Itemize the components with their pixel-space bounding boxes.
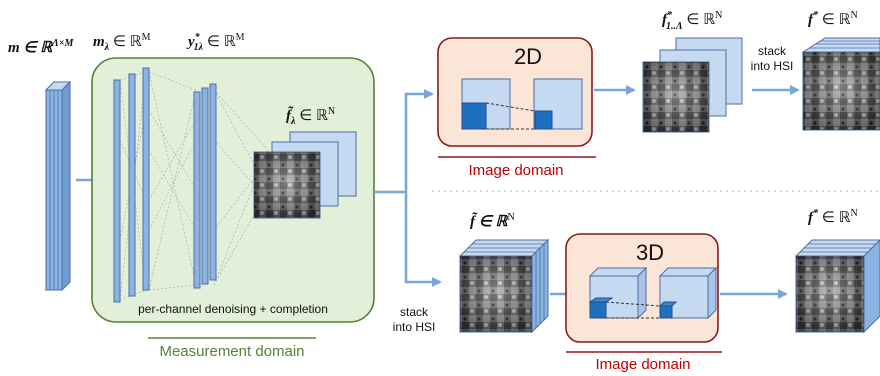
label-m: m ∈ ℝΛ×M — [8, 38, 74, 56]
stack-top-line2: into HSI — [751, 59, 794, 73]
2d-patch-illustration — [461, 78, 583, 130]
image-domain-top-label: Image domain — [468, 162, 563, 179]
label-y-star: y*1λ ∈ ℝM — [186, 32, 245, 53]
hsi-cube-tilde — [458, 238, 550, 334]
label-f-tilde-lambda: f̃λ ∈ ℝN — [286, 106, 335, 127]
branch-arrows — [374, 89, 442, 287]
network-layer-2 — [193, 83, 217, 289]
stack-bottom-line2: into HSI — [393, 320, 436, 334]
network-caption: per-channel denoising + completion — [138, 302, 328, 316]
label-f-star-top: f* ∈ ℝN — [808, 10, 858, 28]
label-f-tilde: f̃ ∈ ℝN — [470, 212, 515, 230]
label-m-lambda: mλ ∈ ℝM — [93, 32, 151, 53]
network-box — [91, 57, 375, 323]
restored-channel-images — [642, 37, 743, 133]
stack-bottom-line1: stack — [400, 305, 429, 319]
label-f-star-bottom: f* ∈ ℝN — [808, 208, 858, 226]
image-domain-bottom-label: Image domain — [595, 356, 690, 373]
label-2d: 2D — [514, 44, 542, 69]
network-layer-1 — [113, 67, 150, 303]
stack-top-line1: stack — [758, 44, 787, 58]
label-3d: 3D — [636, 240, 664, 265]
label-f-star-1: f*1..Λ ∈ ℝN — [662, 10, 722, 32]
measurement-domain-label: Measurement domain — [159, 343, 304, 360]
network-output-images — [253, 131, 357, 219]
hsi-cube-top — [801, 37, 880, 131]
3d-patch-illustration — [588, 266, 718, 320]
input-vector-m — [44, 80, 72, 292]
hsi-cube-bottom — [794, 239, 880, 334]
